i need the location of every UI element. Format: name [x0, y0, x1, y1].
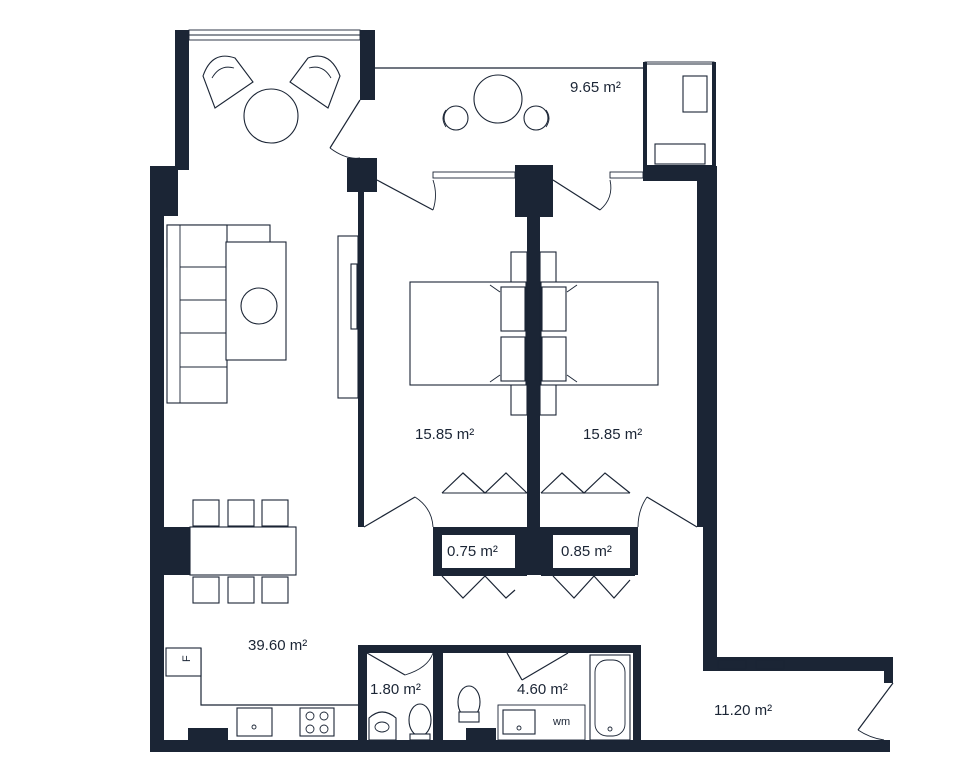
area-label-balcony: 9.65 m²: [570, 79, 621, 96]
area-label-wardrobe-left: 0.75 m²: [447, 543, 498, 560]
washing-machine-label: wm: [552, 716, 570, 728]
sofa: [166, 224, 271, 404]
dining-set: [189, 499, 297, 604]
balcony-storage: [682, 75, 708, 113]
bathroom-fixtures: [457, 654, 631, 741]
furniture: [165, 55, 708, 741]
bed-right: [539, 251, 659, 416]
doors: [329, 99, 894, 741]
wc-fixtures: [368, 703, 432, 741]
area-label-bathroom: 4.60 m²: [517, 681, 568, 698]
side-table: [240, 287, 278, 325]
area-label-wc: 1.80 m²: [370, 681, 421, 698]
kitchen-counter: [165, 647, 358, 737]
bed-left: [409, 251, 528, 416]
windows: [188, 29, 785, 670]
area-label-living-kitchen: 39.60 m²: [248, 637, 307, 654]
armchair-left: [202, 55, 254, 109]
area-label-bedroom-left: 15.85 m²: [415, 426, 474, 443]
armchair-right: [289, 55, 341, 109]
area-label-terrace: 11.20 m²: [714, 702, 772, 719]
fridge-label: F: [181, 655, 193, 662]
balcony-bench: [654, 143, 706, 165]
room-labels: 9.65 m² 15.85 m² 15.85 m² 0.75 m² 0.85 m…: [181, 79, 772, 728]
tv: [350, 263, 358, 330]
area-label-bedroom-right: 15.85 m²: [583, 426, 642, 443]
balcony-table-set: [442, 74, 550, 131]
area-label-wardrobe-right: 0.85 m²: [561, 543, 612, 560]
coffee-table-round: [243, 88, 299, 144]
